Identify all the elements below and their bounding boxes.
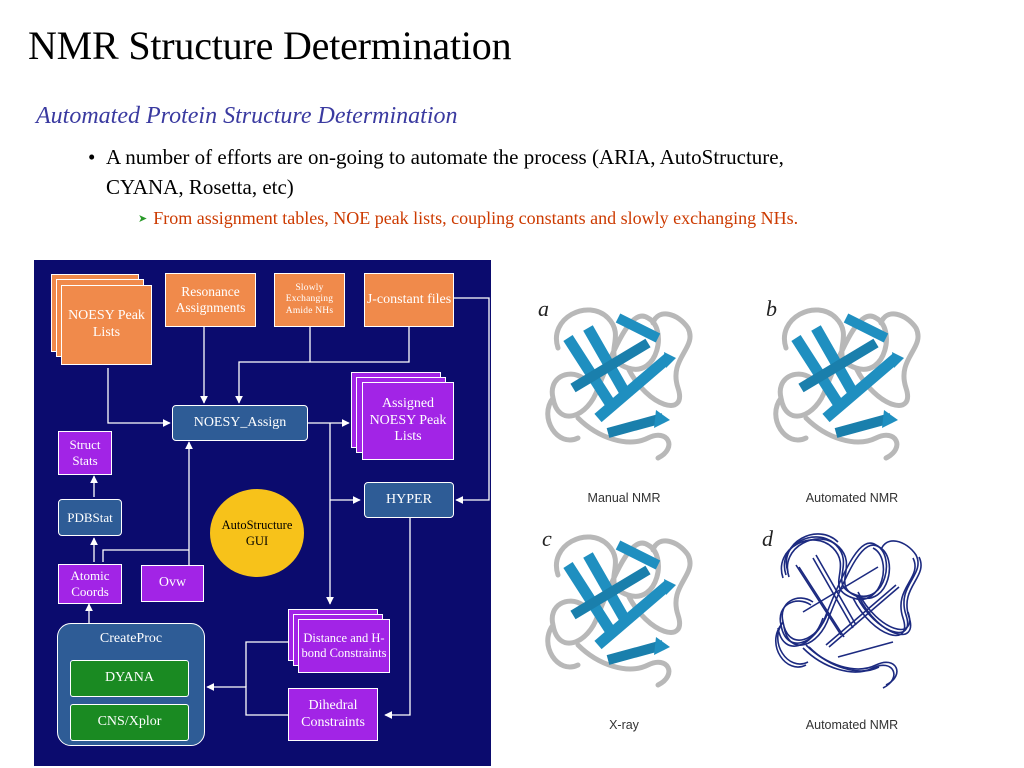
slide-subtitle: Automated Protein Structure Determinatio… (36, 103, 458, 129)
j-constant-files-box: J-constant files (364, 273, 454, 327)
autostructure-flowchart: NOESY Peak Lists Resonance Assignments S… (34, 260, 491, 766)
ovw-box: Ovw (141, 565, 204, 602)
bullet-dot-icon: • (88, 145, 96, 169)
bullet-text: A number of efforts are on-going to auto… (106, 145, 784, 199)
panel-label-c: c (542, 526, 552, 551)
bullet-point: • A number of efforts are on-going to au… (88, 142, 808, 202)
panel-label-d: d (762, 526, 773, 551)
protein-ribbon-drawings (520, 290, 1000, 740)
flowchart-connectors (85, 297, 490, 719)
structure-a-manual-nmr (548, 310, 690, 458)
sub-bullet-point: ➤ From assignment tables, NOE peak lists,… (138, 204, 838, 233)
structure-c-xray (548, 537, 690, 685)
distance-hbond-constraints-box: Distance and H-bond Constraints (298, 619, 390, 673)
resonance-assignments-box: Resonance Assignments (165, 273, 256, 327)
dihedral-constraints-box: Dihedral Constraints (288, 688, 378, 741)
sub-bullet-text: From assignment tables, NOE peak lists, … (153, 208, 799, 228)
dyana-box: DYANA (70, 660, 189, 697)
panel-label-b: b (766, 296, 777, 321)
caption-c: X-ray (609, 718, 639, 732)
caption-a: Manual NMR (587, 491, 661, 505)
pdbstat-box: PDBStat (58, 499, 122, 536)
caption-d: Automated NMR (805, 718, 899, 732)
panel-label-a: a (538, 296, 549, 321)
noesy-assign-box: NOESY_Assign (172, 405, 308, 441)
structure-b-automated-nmr (776, 310, 918, 458)
atomic-coords-box: Atomic Coords (58, 564, 122, 604)
slowly-exchanging-nhs-box: Slowly Exchanging Amide NHs (274, 273, 345, 327)
caption-b: Automated NMR (805, 491, 899, 505)
autostructure-gui-ellipse: AutoStructure GUI (210, 489, 304, 577)
createproc-box: CreateProc DYANA CNS/Xplor (57, 623, 205, 746)
slide-title: NMR Structure Determination (28, 23, 512, 68)
struct-stats-box: Struct Stats (58, 431, 112, 475)
arrowhead-bullet-icon: ➤ (138, 213, 148, 225)
cns-xplor-box: CNS/Xplor (70, 704, 189, 741)
structure-d-ensemble (775, 533, 922, 689)
createproc-label: CreateProc (99, 631, 163, 646)
hyper-box: HYPER (364, 482, 454, 518)
assigned-noesy-peak-lists-box: Assigned NOESY Peak Lists (362, 382, 454, 460)
noesy-peak-lists-box: NOESY Peak Lists (61, 285, 152, 365)
protein-structures-figure: a b c d Manual NMR Automated NMR X-ray A… (520, 290, 1000, 740)
